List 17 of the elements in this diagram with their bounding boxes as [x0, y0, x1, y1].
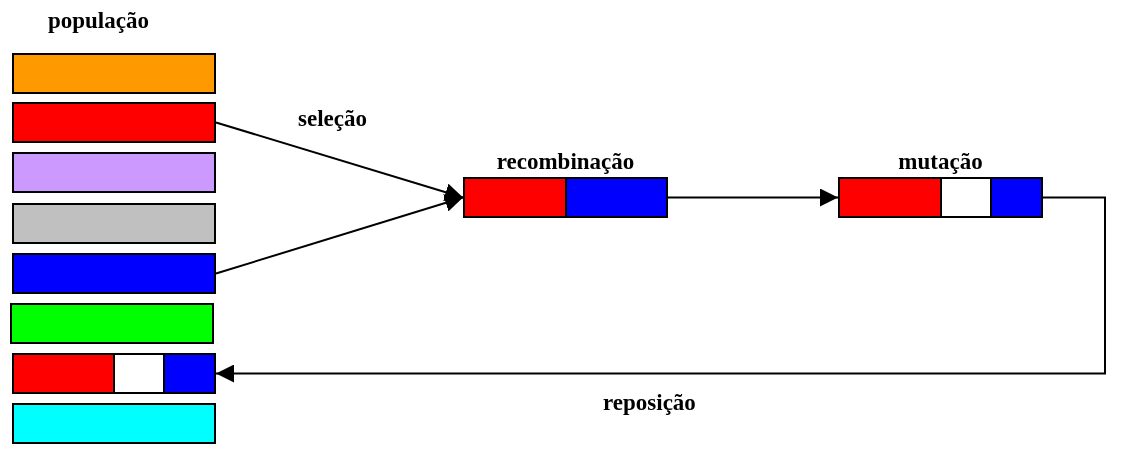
- stack-heading: população: [48, 8, 149, 34]
- arrow: [667, 188, 839, 207]
- edge-label: reposição: [603, 390, 696, 416]
- chromosome-bar: [12, 353, 216, 394]
- chromosome-bar: [12, 152, 216, 193]
- node-heading: mutação: [897, 149, 984, 175]
- chromosome-bar: [12, 253, 216, 294]
- chromosome-bar: [12, 403, 216, 444]
- arrow: [215, 121, 464, 201]
- arrow: [215, 194, 464, 275]
- node-heading: recombinação: [495, 149, 636, 175]
- arrow: [215, 196, 1106, 383]
- chromosome-bar: [12, 102, 216, 143]
- chromosome-bar: [10, 303, 214, 344]
- chromosome-bar: [12, 53, 216, 94]
- edge-label: seleção: [298, 106, 367, 132]
- chromosome-bar: [12, 203, 216, 244]
